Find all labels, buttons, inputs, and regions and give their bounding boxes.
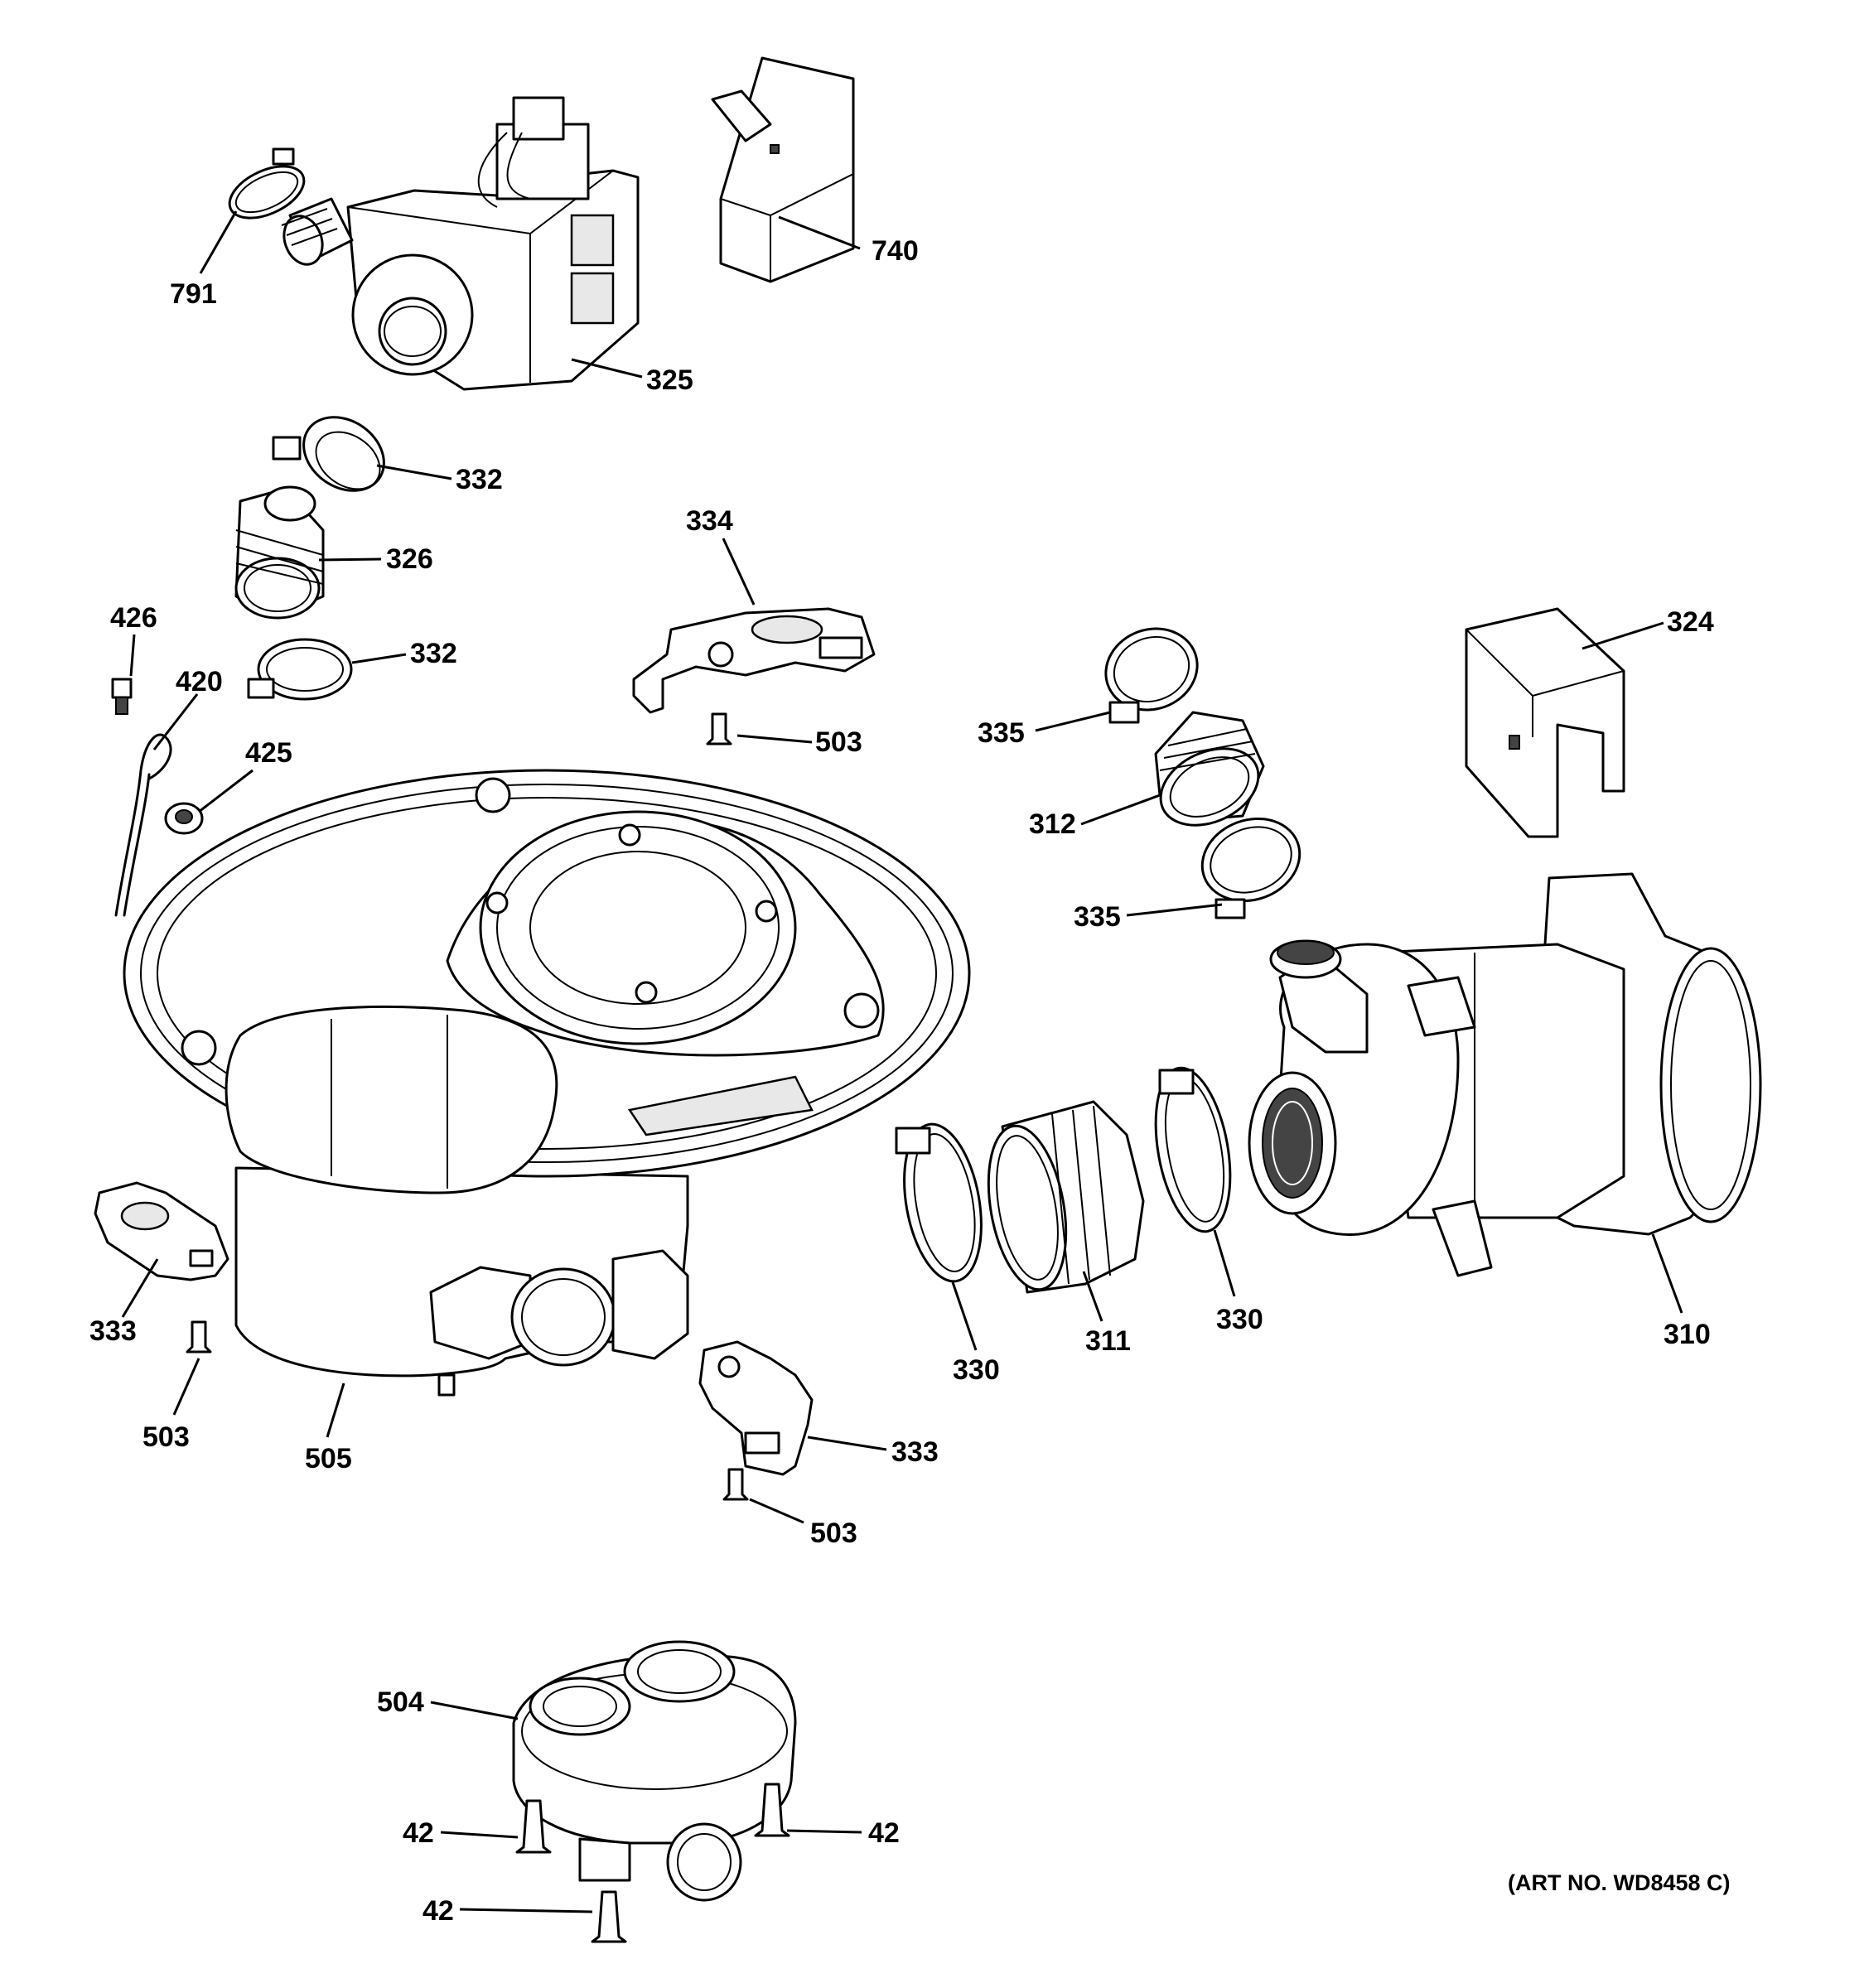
part-325-drain-pump xyxy=(281,96,640,391)
callout-334: 334 xyxy=(686,505,733,537)
callout-312: 312 xyxy=(1029,808,1076,840)
part-425-grommet xyxy=(164,802,204,835)
callout-503a: 503 xyxy=(815,726,862,758)
part-503-screw-b xyxy=(186,1320,212,1353)
leader-335a xyxy=(1035,711,1111,732)
callout-791: 791 xyxy=(170,278,217,310)
part-791-clamp xyxy=(228,147,306,220)
leader-332b xyxy=(351,653,407,664)
leader-503c xyxy=(749,1498,804,1524)
leader-420 xyxy=(152,693,199,750)
leader-330a xyxy=(951,1281,978,1351)
part-333-bracket-left xyxy=(94,1181,229,1281)
leader-505 xyxy=(326,1382,345,1438)
part-332-clamp-upper xyxy=(272,416,385,492)
leader-740 xyxy=(778,215,861,250)
leader-311 xyxy=(1082,1271,1103,1322)
callout-504: 504 xyxy=(377,1686,424,1718)
leader-332a xyxy=(376,464,452,480)
leader-325 xyxy=(571,358,643,379)
part-505-sump xyxy=(123,769,971,1397)
part-312-hose xyxy=(1154,711,1265,827)
leader-42c xyxy=(459,1908,593,1913)
leader-326 xyxy=(318,557,382,562)
callout-326: 326 xyxy=(386,543,433,575)
part-334-bracket xyxy=(632,607,876,714)
part-311-hose xyxy=(987,1100,1145,1294)
callout-503c: 503 xyxy=(810,1518,857,1549)
part-42-screw-bottom xyxy=(591,1890,627,1943)
callout-330b: 330 xyxy=(1216,1304,1263,1335)
part-420-wire xyxy=(114,733,172,917)
callout-42c: 42 xyxy=(423,1895,454,1927)
part-42-screw-left xyxy=(515,1799,552,1854)
leader-425 xyxy=(198,769,254,813)
leader-333b xyxy=(807,1436,887,1451)
part-335-clamp-upper xyxy=(1104,627,1199,724)
part-324-shield xyxy=(1465,607,1625,838)
leader-503b xyxy=(172,1358,200,1416)
leader-335b xyxy=(1126,903,1223,917)
part-503-screw-a xyxy=(706,712,732,746)
part-310-motor xyxy=(1248,872,1762,1277)
callout-42b: 42 xyxy=(868,1817,900,1849)
art-number: (ART NO. WD8458 C) xyxy=(1508,1870,1731,1895)
part-330-clamp-left xyxy=(895,1122,983,1283)
leader-42a xyxy=(440,1831,519,1839)
callout-333b: 333 xyxy=(891,1436,939,1468)
callout-325: 325 xyxy=(646,364,693,396)
leader-426 xyxy=(129,634,136,677)
part-333-bracket-right xyxy=(698,1340,814,1476)
part-740-cover xyxy=(711,56,855,283)
part-42-screw-right xyxy=(754,1783,790,1837)
callout-330a: 330 xyxy=(953,1354,1000,1386)
callout-324: 324 xyxy=(1667,606,1714,638)
callout-311: 311 xyxy=(1085,1325,1131,1357)
callout-332b: 332 xyxy=(410,638,457,669)
leader-504 xyxy=(430,1701,519,1720)
part-330-clamp-right xyxy=(1154,1066,1232,1233)
callout-426: 426 xyxy=(110,602,157,634)
callout-420: 420 xyxy=(176,666,223,697)
leader-330b xyxy=(1213,1229,1236,1297)
callout-310: 310 xyxy=(1664,1319,1711,1350)
part-332-clamp-lower xyxy=(247,638,353,701)
part-326-hose xyxy=(234,485,325,620)
callout-333a: 333 xyxy=(89,1315,137,1347)
leader-42b xyxy=(786,1829,862,1834)
part-335-clamp-lower xyxy=(1200,817,1301,919)
callout-425: 425 xyxy=(245,737,292,769)
callout-335a: 335 xyxy=(978,717,1025,749)
leader-324 xyxy=(1582,621,1664,650)
leader-503a xyxy=(736,734,813,744)
part-503-screw-c xyxy=(722,1468,749,1501)
leader-333a xyxy=(121,1258,159,1318)
callout-42a: 42 xyxy=(403,1817,434,1849)
leader-310 xyxy=(1651,1233,1683,1314)
callout-505: 505 xyxy=(305,1443,352,1474)
leader-312 xyxy=(1080,794,1161,826)
leader-791 xyxy=(199,210,238,274)
callout-740: 740 xyxy=(872,235,919,267)
leader-334 xyxy=(722,538,756,606)
part-504-housing xyxy=(512,1640,797,1902)
callout-335b: 335 xyxy=(1074,901,1121,933)
callout-503b: 503 xyxy=(142,1421,190,1453)
callout-332a: 332 xyxy=(456,464,503,495)
part-426-screw xyxy=(111,678,133,715)
